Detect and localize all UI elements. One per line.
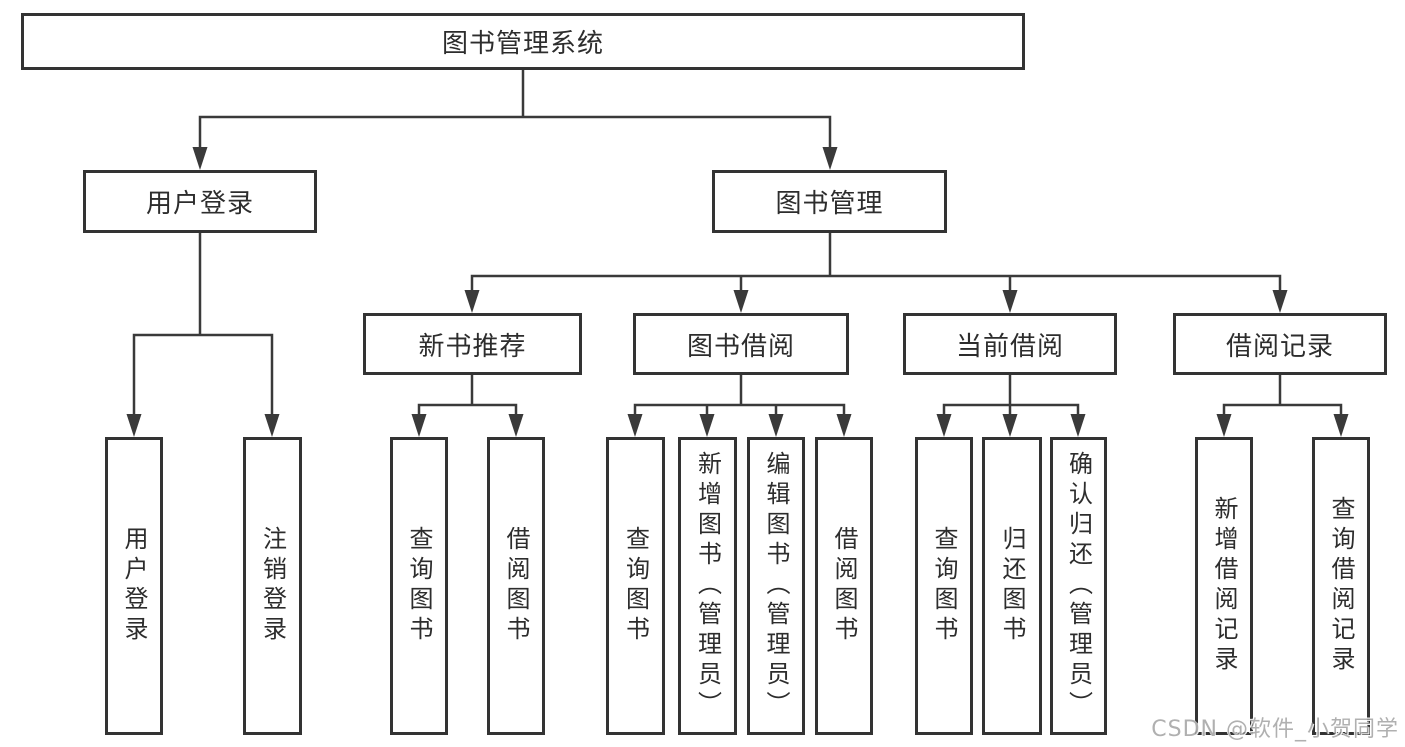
leaf-record-add: 新增借阅记录 [1195,437,1253,735]
leaf-logout-label: 注销登录 [258,526,287,646]
leaf-record-add-label: 新增借阅记录 [1210,496,1238,676]
leaf-current-query-label: 查询图书 [930,526,958,646]
connector-bookmgmt-mid [739,276,1012,297]
connector-borrowrecord-bracket [1222,403,1343,421]
leaf-user-login-label: 用户登录 [120,526,148,646]
leaf-borrow-add-book-label: 新增图书（管理员） [693,451,722,721]
leaf-borrow-query-label: 查询图书 [621,526,650,646]
connector-root-bracket [198,115,832,152]
leaf-borrow-book-label: 借阅图书 [830,526,858,646]
connector-bookborrow-mid [705,405,778,421]
arrowhead [936,414,952,437]
connector-bookborrow-bracket [633,403,846,421]
leaf-current-return-label: 归还图书 [998,526,1026,646]
leaf-newbook-query-label: 查询图书 [405,526,433,646]
arrowhead [508,414,524,437]
arrowhead [1002,414,1018,437]
node-book-management-label: 图书管理 [775,189,884,219]
node-book-management: 图书管理 [712,170,947,233]
arrowhead [1272,290,1288,313]
leaf-logout: 注销登录 [243,437,302,735]
leaf-current-return: 归还图书 [982,437,1042,735]
arrowhead [411,414,427,437]
node-root-label: 图书管理系统 [441,29,604,59]
node-user-login-label: 用户登录 [145,189,254,219]
node-root: 图书管理系统 [21,13,1025,70]
leaf-newbook-borrow: 借阅图书 [487,437,545,735]
leaf-borrow-edit-book: 编辑图书（管理员） [747,437,805,735]
leaf-user-login: 用户登录 [105,437,163,735]
node-borrow-record: 借阅记录 [1173,313,1387,375]
arrowhead [1333,414,1349,437]
arrowhead [1070,414,1086,437]
leaf-current-confirm-return: 确认归还（管理员） [1050,437,1107,735]
leaf-record-query-label: 查询借阅记录 [1327,496,1355,676]
node-borrow-record-label: 借阅记录 [1225,331,1334,362]
leaf-newbook-borrow-label: 借阅图书 [502,526,530,646]
node-new-book-recommend-label: 新书推荐 [418,331,527,362]
node-book-borrow-label: 图书借阅 [686,331,795,362]
leaf-borrow-book: 借阅图书 [815,437,873,735]
arrowhead [768,414,784,437]
arrowhead [822,147,838,170]
node-current-borrow-label: 当前借阅 [955,331,1064,362]
leaf-current-confirm-return-label: 确认归还（管理员） [1064,451,1093,721]
connector-userlogin-bracket [132,333,274,421]
leaf-borrow-add-book: 新增图书（管理员） [678,437,737,735]
leaf-borrow-edit-book-label: 编辑图书（管理员） [762,451,790,721]
arrowhead [1216,414,1232,437]
arrowhead [1002,290,1018,313]
leaf-record-query: 查询借阅记录 [1312,437,1370,735]
arrowhead [126,414,142,437]
arrowhead [464,290,480,313]
node-new-book-recommend: 新书推荐 [363,313,582,375]
node-user-login: 用户登录 [83,170,317,233]
leaf-borrow-query: 查询图书 [606,437,665,735]
node-book-borrow: 图书借阅 [633,313,849,375]
arrowhead [192,147,208,170]
arrowhead [733,290,749,313]
leaf-newbook-query: 查询图书 [390,437,448,735]
connector-bookmgmt-bracket [470,274,1282,297]
arrowhead [627,414,643,437]
connector-newbook-bracket [417,403,518,421]
leaf-current-query: 查询图书 [915,437,973,735]
arrowhead [699,414,715,437]
arrowhead [836,414,852,437]
node-current-borrow: 当前借阅 [903,313,1117,375]
arrowhead [264,414,280,437]
